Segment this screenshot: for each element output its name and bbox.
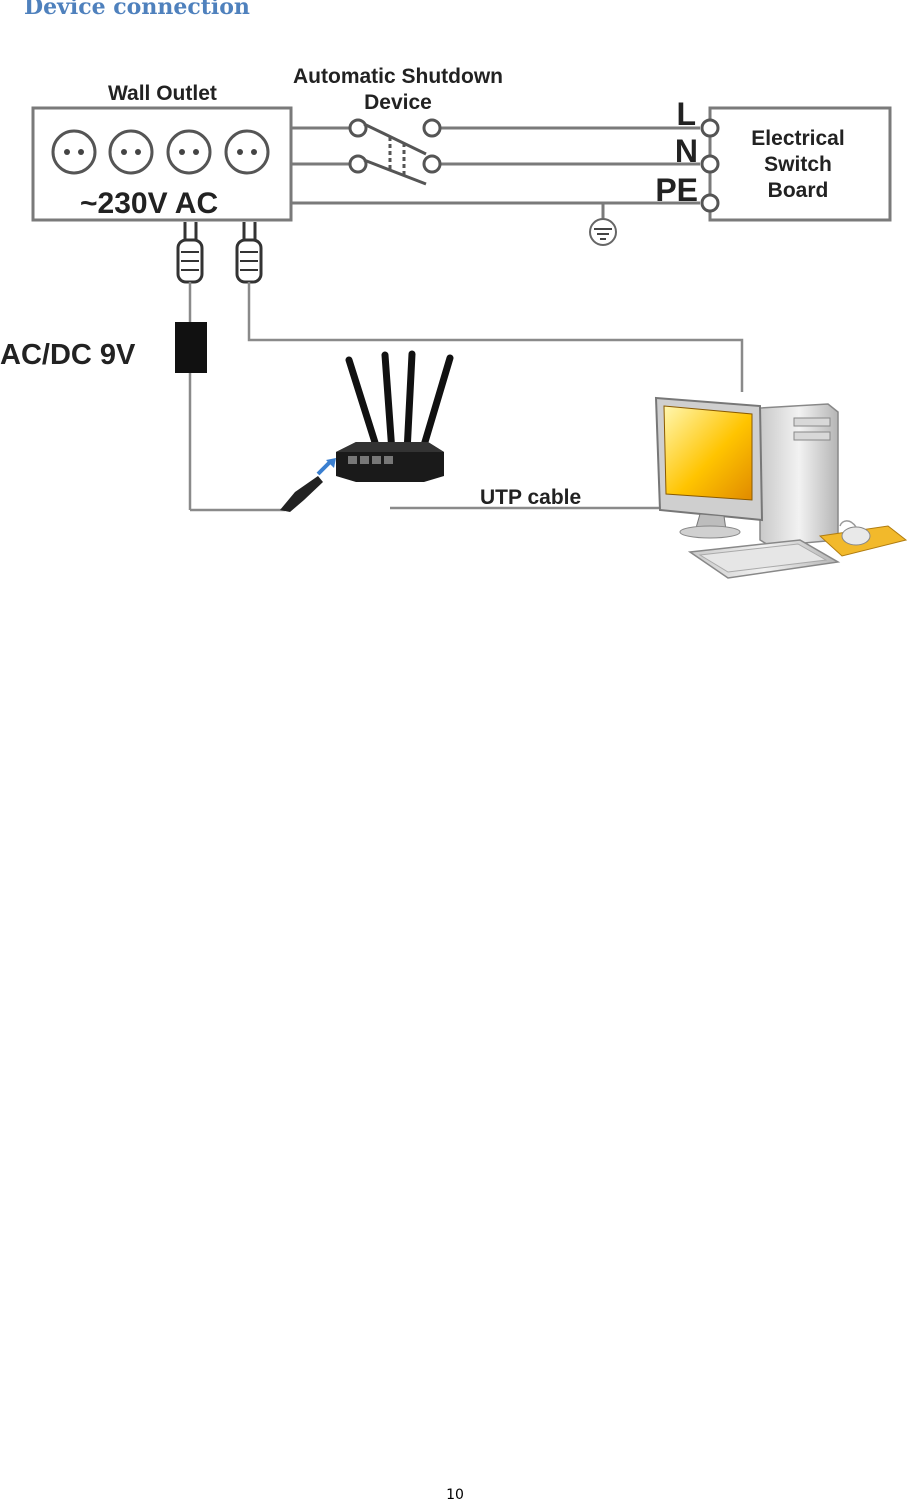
utp-cable-label: UTP cable xyxy=(480,486,581,509)
line-L-label: L xyxy=(676,96,696,132)
device-connection-diagram: ~230V AC Wall Outlet Automatic Shutdown … xyxy=(0,65,908,579)
power-cables xyxy=(188,282,744,512)
switchboard-label-line2: Switch xyxy=(764,153,832,176)
mains-wiring xyxy=(291,126,700,224)
shutdown-switch xyxy=(348,118,442,186)
ground-icon xyxy=(589,218,617,246)
switchboard-label-line1: Electrical xyxy=(751,127,844,150)
shutdown-device-label-line2: Device xyxy=(364,91,432,114)
wall-outlet: ~230V AC xyxy=(31,106,293,222)
dc-jack-connector xyxy=(280,458,336,512)
line-PE-label: PE xyxy=(655,172,698,208)
router-icon xyxy=(336,350,454,482)
plug-icon xyxy=(176,222,204,284)
socket-icon xyxy=(108,129,154,175)
computer-icon xyxy=(654,396,908,579)
wall-outlet-label: Wall Outlet xyxy=(108,82,217,105)
shutdown-device-label-line1: Automatic Shutdown xyxy=(293,65,503,88)
section-heading: Device connection xyxy=(24,0,250,20)
page-number: 10 xyxy=(446,1487,464,1503)
switchboard-label-line3: Board xyxy=(768,179,829,202)
adapter-label: AC/DC 9V xyxy=(0,339,136,371)
plug-icon xyxy=(235,222,263,284)
socket-icon xyxy=(51,129,97,175)
electrical-switch-board: Electrical Switch Board xyxy=(700,106,892,222)
socket-icon xyxy=(166,129,212,175)
voltage-label: ~230V AC xyxy=(80,187,218,220)
line-N-label: N xyxy=(675,133,698,169)
socket-icon xyxy=(224,129,270,175)
power-adapter xyxy=(175,322,207,373)
